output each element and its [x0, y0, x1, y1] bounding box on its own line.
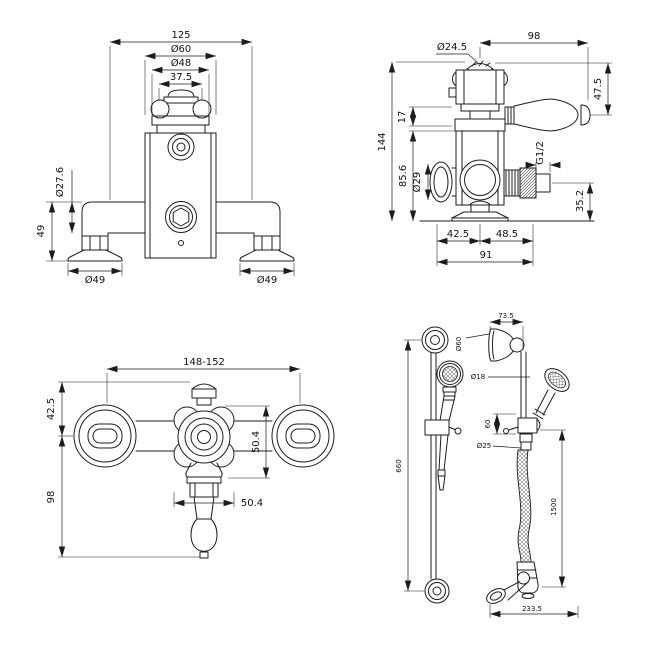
dim-union-dia: Ø29	[411, 164, 432, 200]
dim-pipe-dia: Ø27.6	[54, 167, 76, 233]
rail-hose-linework	[486, 328, 570, 604]
dim-label: 98	[46, 491, 57, 504]
dim-label: Ø49	[257, 274, 278, 286]
view-mixer-front: 148-152 42.5 50.4 50.4	[46, 357, 335, 559]
dim-drop-height: 49	[36, 201, 82, 262]
dim-hole-centres: 148-152	[106, 357, 301, 403]
dim-drop-length: 98	[46, 436, 200, 558]
dim-body-height: 85.6	[398, 130, 454, 221]
dim-label: 50.4	[241, 498, 263, 509]
dim-cap-dia-side: Ø24.5	[436, 41, 479, 64]
dim-lever-rise: 47.5	[495, 62, 612, 116]
dim-label: Ø25	[477, 442, 491, 450]
dim-escutcheon-dia: Ø60	[144, 43, 217, 115]
dim-label: 85.6	[398, 165, 409, 187]
dim-label: 35.2	[575, 190, 586, 212]
mixer-front-linework	[73, 383, 335, 559]
dim-overall-height: 144	[377, 61, 465, 221]
dim-lever-reach: 98	[479, 31, 589, 100]
dim-label: 233.5	[522, 605, 542, 613]
dim-label: 60	[484, 420, 492, 429]
dim-label: 144	[377, 132, 388, 151]
dim-label: 660	[395, 459, 403, 472]
dim-label: 125	[171, 30, 190, 41]
dim-handle-width: 37.5	[158, 72, 203, 100]
dim-bracket-depth: 73.5	[489, 312, 524, 350]
dim-hose-length: 1500	[540, 429, 566, 588]
dim-label: Ø60	[455, 337, 463, 351]
dim-step-height: 17	[397, 106, 452, 127]
dim-flange-right: Ø49	[239, 263, 295, 286]
dim-cap-dia: Ø48	[151, 57, 210, 115]
dim-top-offset: 42.5	[46, 381, 190, 437]
dim-label: Ø29	[411, 172, 423, 193]
dim-label: 73.5	[498, 312, 514, 320]
dim-outlet-thread: G1/2	[525, 141, 561, 172]
valve-front-linework	[67, 89, 295, 262]
slide-rail-dimensions: 660 73.5 Ø60 Ø18 60	[395, 312, 579, 618]
dim-label: Ø18	[471, 373, 485, 381]
valve-side-linework	[419, 60, 595, 222]
dim-outlet-offset: 35.2	[552, 182, 594, 222]
dim-label: 47.5	[593, 78, 604, 100]
dim-label: 91	[480, 250, 493, 261]
valve-front-dimensions: 125 Ø60 Ø48 37.5	[36, 30, 295, 286]
dim-flange-left: Ø49	[67, 263, 123, 286]
dim-total-depth: 91	[436, 245, 534, 266]
view-valve-front: 125 Ø60 Ø48 37.5	[36, 30, 295, 286]
dim-rear-offset: 48.5	[480, 224, 534, 245]
dim-label: Ø49	[85, 274, 106, 286]
dim-label: Ø24.5	[437, 41, 467, 53]
rail-docked-linework	[421, 326, 464, 604]
dim-overall-depth: 233.5	[489, 604, 579, 618]
valve-side-dimensions: 98 Ø24.5 47.5 17 144	[377, 31, 612, 266]
dim-label: 98	[528, 31, 541, 42]
dim-label: 48.5	[496, 229, 518, 240]
dim-front-offset: 42.5	[436, 224, 481, 245]
dim-label: G1/2	[535, 141, 546, 165]
dim-label: Ø27.6	[54, 167, 66, 197]
dim-label: 1500	[550, 498, 558, 516]
dim-label: 49	[36, 225, 47, 238]
dim-holder-height: 60	[484, 413, 516, 435]
dim-label: 17	[397, 111, 408, 124]
view-slide-rail: 660 73.5 Ø60 Ø18 60	[395, 312, 579, 618]
dim-overall-width: 125	[109, 30, 253, 200]
dim-rosette-height: 50.4	[225, 405, 270, 479]
view-valve-side: 98 Ø24.5 47.5 17 144	[377, 31, 612, 266]
dim-label: 37.5	[170, 72, 192, 83]
dim-label: 42.5	[46, 398, 57, 420]
dim-outlet-width: 50.4	[173, 492, 263, 509]
dim-label: 148-152	[183, 357, 225, 368]
dim-label: 50.4	[251, 431, 262, 453]
mixer-front-dimensions: 148-152 42.5 50.4 50.4	[46, 357, 301, 558]
dim-rail-length: 660	[395, 339, 424, 592]
dim-label: 42.5	[447, 229, 469, 240]
dim-bracket-dia: Ø60	[455, 333, 490, 351]
dim-connector-dia: Ø25	[477, 442, 522, 450]
dim-rail-dia: Ø18	[471, 373, 530, 381]
dim-label: Ø48	[171, 57, 192, 69]
dim-label: Ø60	[171, 43, 192, 55]
